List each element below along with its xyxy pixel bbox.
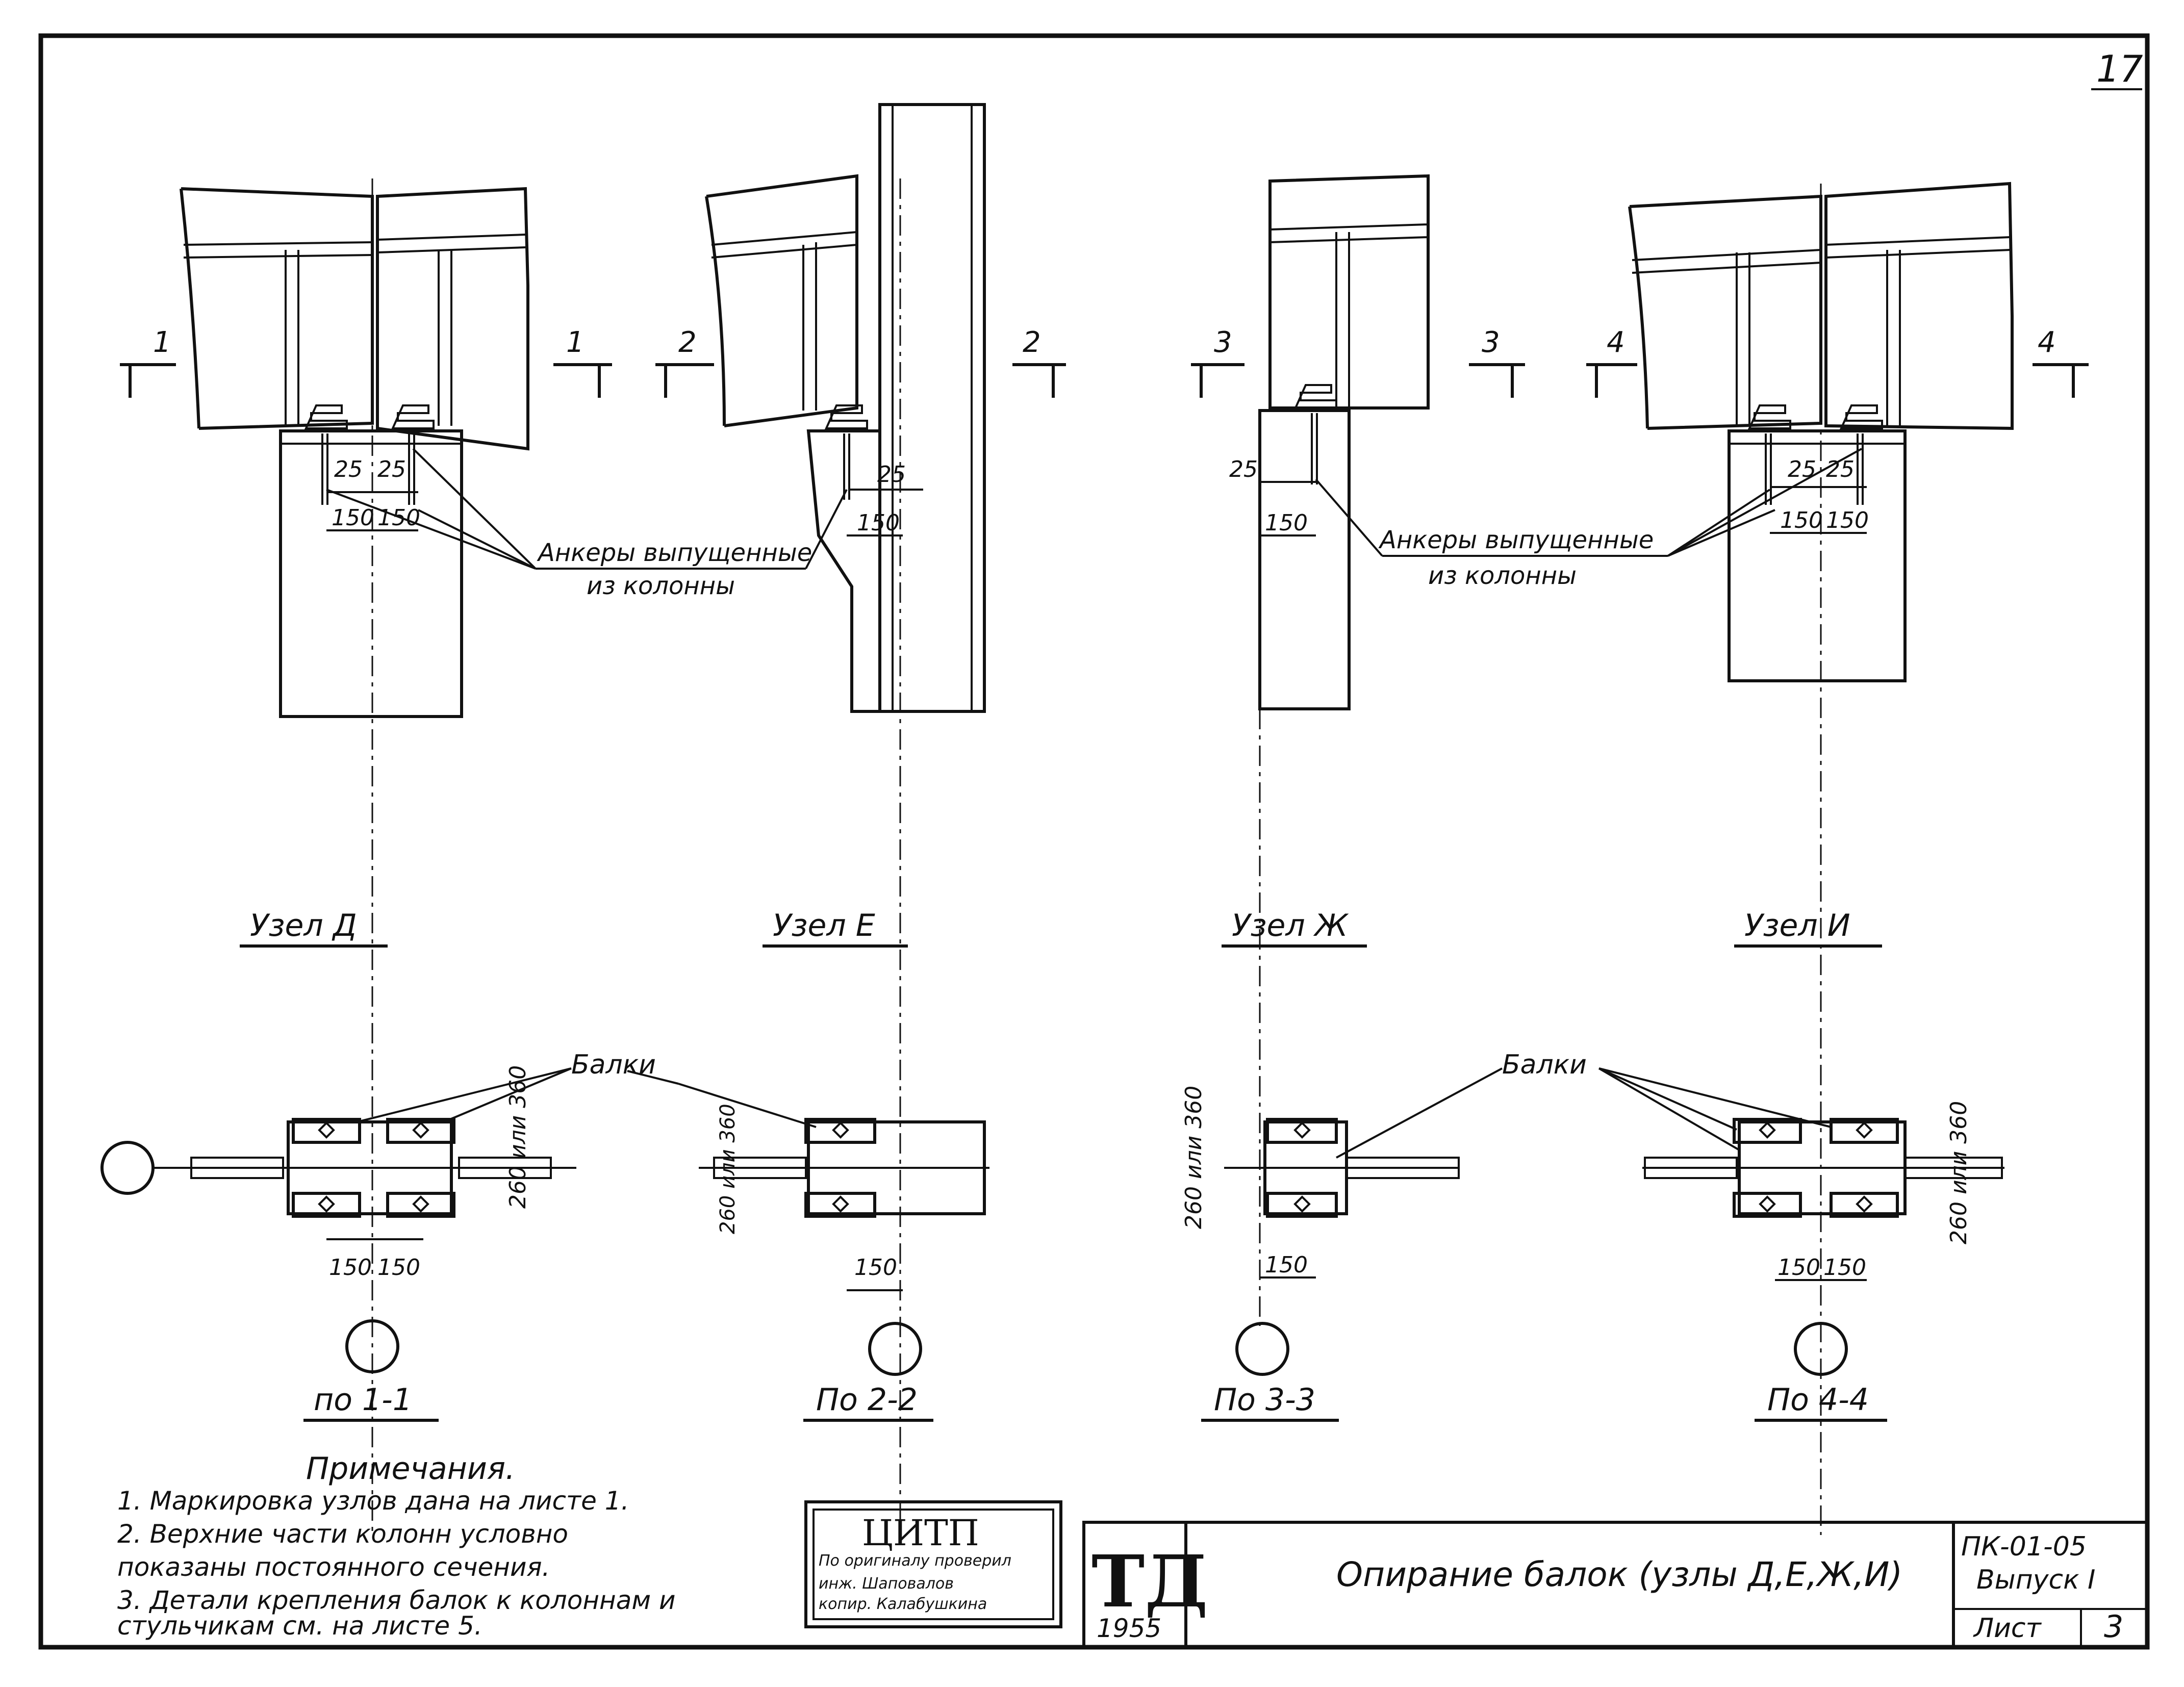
notes-block: Примечания. 1. Маркировка узлов дана на …	[117, 1451, 675, 1641]
node-i-title: Узел И	[1744, 908, 1850, 943]
stamp-line-3: копир. Калабушкина	[819, 1595, 987, 1613]
section-4-dim-150-left: 150	[1777, 1255, 1820, 1281]
node-zh-elevation: 25 150 3 3	[1191, 174, 1525, 1326]
section-1-title: по 1-1	[314, 1382, 412, 1418]
cut-mark-3-left: 3	[1214, 326, 1232, 359]
cut-mark-4-right: 4	[2038, 326, 2056, 359]
title-logo: ТД	[1091, 1540, 1208, 1624]
node-e-title: Узел Е	[773, 908, 875, 943]
beams-leader-right: Балки	[1336, 1050, 1832, 1159]
section-2-2: 150 260 или 360 По 2-2	[699, 1104, 989, 1422]
cut-mark-3-right: 3	[1482, 326, 1500, 359]
anchors-leader-right: Анкеры выпущенные из колонны	[1315, 448, 1862, 590]
title-year: 1955	[1097, 1614, 1161, 1643]
section-4-title: По 4-4	[1767, 1382, 1869, 1418]
archive-stamp: ЦИТП По оригиналу проверил инж. Шаповало…	[804, 1500, 1062, 1628]
node-d-dim-25-right: 25	[377, 456, 406, 482]
note-line-1: 1. Маркировка узлов дана на листе 1.	[117, 1486, 629, 1516]
title-block: ТД 1955 Опирание балок (узлы Д,Е,Ж,И) ПК…	[1082, 1521, 2149, 1649]
section-4-height-dim: 260 или 360	[1946, 1101, 1972, 1244]
section-3-height-dim: 260 или 360	[1181, 1086, 1207, 1229]
section-4-dim-150-right: 150	[1823, 1255, 1866, 1281]
section-1-1: 150 150 260 или 360 по 1-1	[100, 1065, 576, 1422]
node-e-dim-150: 150	[857, 510, 900, 536]
section-2-title: По 2-2	[816, 1382, 918, 1418]
node-i-dim-150-right: 150	[1826, 507, 1869, 533]
stamp-line-1: По оригиналу проверил	[819, 1552, 1011, 1570]
section-1-dim-150-left: 150	[329, 1255, 372, 1281]
node-e-elevation: 25 150 2 2	[655, 103, 1066, 1535]
anchors-label-left-line1: Анкеры выпущенные	[537, 539, 812, 567]
node-zh-title: Узел Ж	[1232, 908, 1349, 943]
cut-mark-2-right: 2	[1023, 326, 1041, 359]
anchors-leader-left: Анкеры выпущенные из колонны	[326, 448, 848, 600]
node-d-elevation: 25 25 150 150 1 1	[120, 178, 612, 1535]
beams-leader-left: Балки	[357, 1050, 817, 1128]
section-3-dim-150: 150	[1265, 1252, 1308, 1278]
section-3-title: По 3-3	[1214, 1382, 1315, 1418]
cut-mark-1-left: 1	[153, 326, 171, 359]
cut-mark-2-left: 2	[678, 326, 697, 359]
sheet-label: Лист	[1973, 1613, 2042, 1644]
page-number: 17	[2096, 47, 2143, 90]
section-1-dim-150-right: 150	[377, 1255, 420, 1281]
cut-mark-4-left: 4	[1607, 326, 1625, 359]
node-e-dim-25: 25	[877, 462, 906, 488]
drawing-issue: Выпуск I	[1976, 1565, 2095, 1595]
drawing-title: Опирание балок (узлы Д,Е,Ж,И)	[1336, 1555, 1902, 1594]
anchors-label-right-line2: из колонны	[1428, 561, 1577, 590]
beams-label-right: Балки	[1502, 1050, 1587, 1080]
section-2-height-dim: 260 или 360	[716, 1104, 740, 1234]
anchors-label-left-line2: из колонны	[587, 572, 735, 600]
node-i-dim-25-left: 25	[1788, 456, 1816, 482]
section-3-3: 150 260 или 360 По 3-3	[1181, 1086, 1460, 1422]
note-line-5: стульчикам см. на листе 5.	[117, 1611, 482, 1641]
note-line-4: 3. Детали крепления балок к колоннам и	[117, 1586, 675, 1615]
section-4-4: 150 150 260 или 360 По 4-4	[1642, 1101, 2004, 1422]
node-d-title: Узел Д	[250, 908, 357, 943]
cut-mark-1-right: 1	[566, 326, 585, 359]
note-line-2: 2. Верхние части колонн условно	[117, 1519, 568, 1549]
section-1-height-dim: 260 или 360	[505, 1065, 531, 1209]
section-2-dim-150: 150	[854, 1255, 897, 1281]
stamp-line-2: инж. Шаповалов	[819, 1575, 954, 1593]
note-line-3: показаны постоянного сечения.	[117, 1552, 550, 1582]
node-i-dim-150-left: 150	[1780, 507, 1823, 533]
node-i-elevation: 25 25 150 150 4 4	[1586, 182, 2089, 1535]
drawing-code: ПК-01-05	[1961, 1531, 2087, 1562]
notes-title: Примечания.	[306, 1451, 515, 1487]
node-d-dim-150-left: 150	[332, 505, 374, 531]
node-zh-dim-25: 25	[1229, 456, 1258, 482]
node-d-dim-25-left: 25	[334, 456, 363, 482]
node-zh-dim-150: 150	[1265, 510, 1308, 536]
anchors-label-right-line1: Анкеры выпущенные	[1378, 526, 1654, 554]
stamp-org: ЦИТП	[862, 1512, 979, 1554]
sheet-number: 3	[2104, 1609, 2123, 1645]
